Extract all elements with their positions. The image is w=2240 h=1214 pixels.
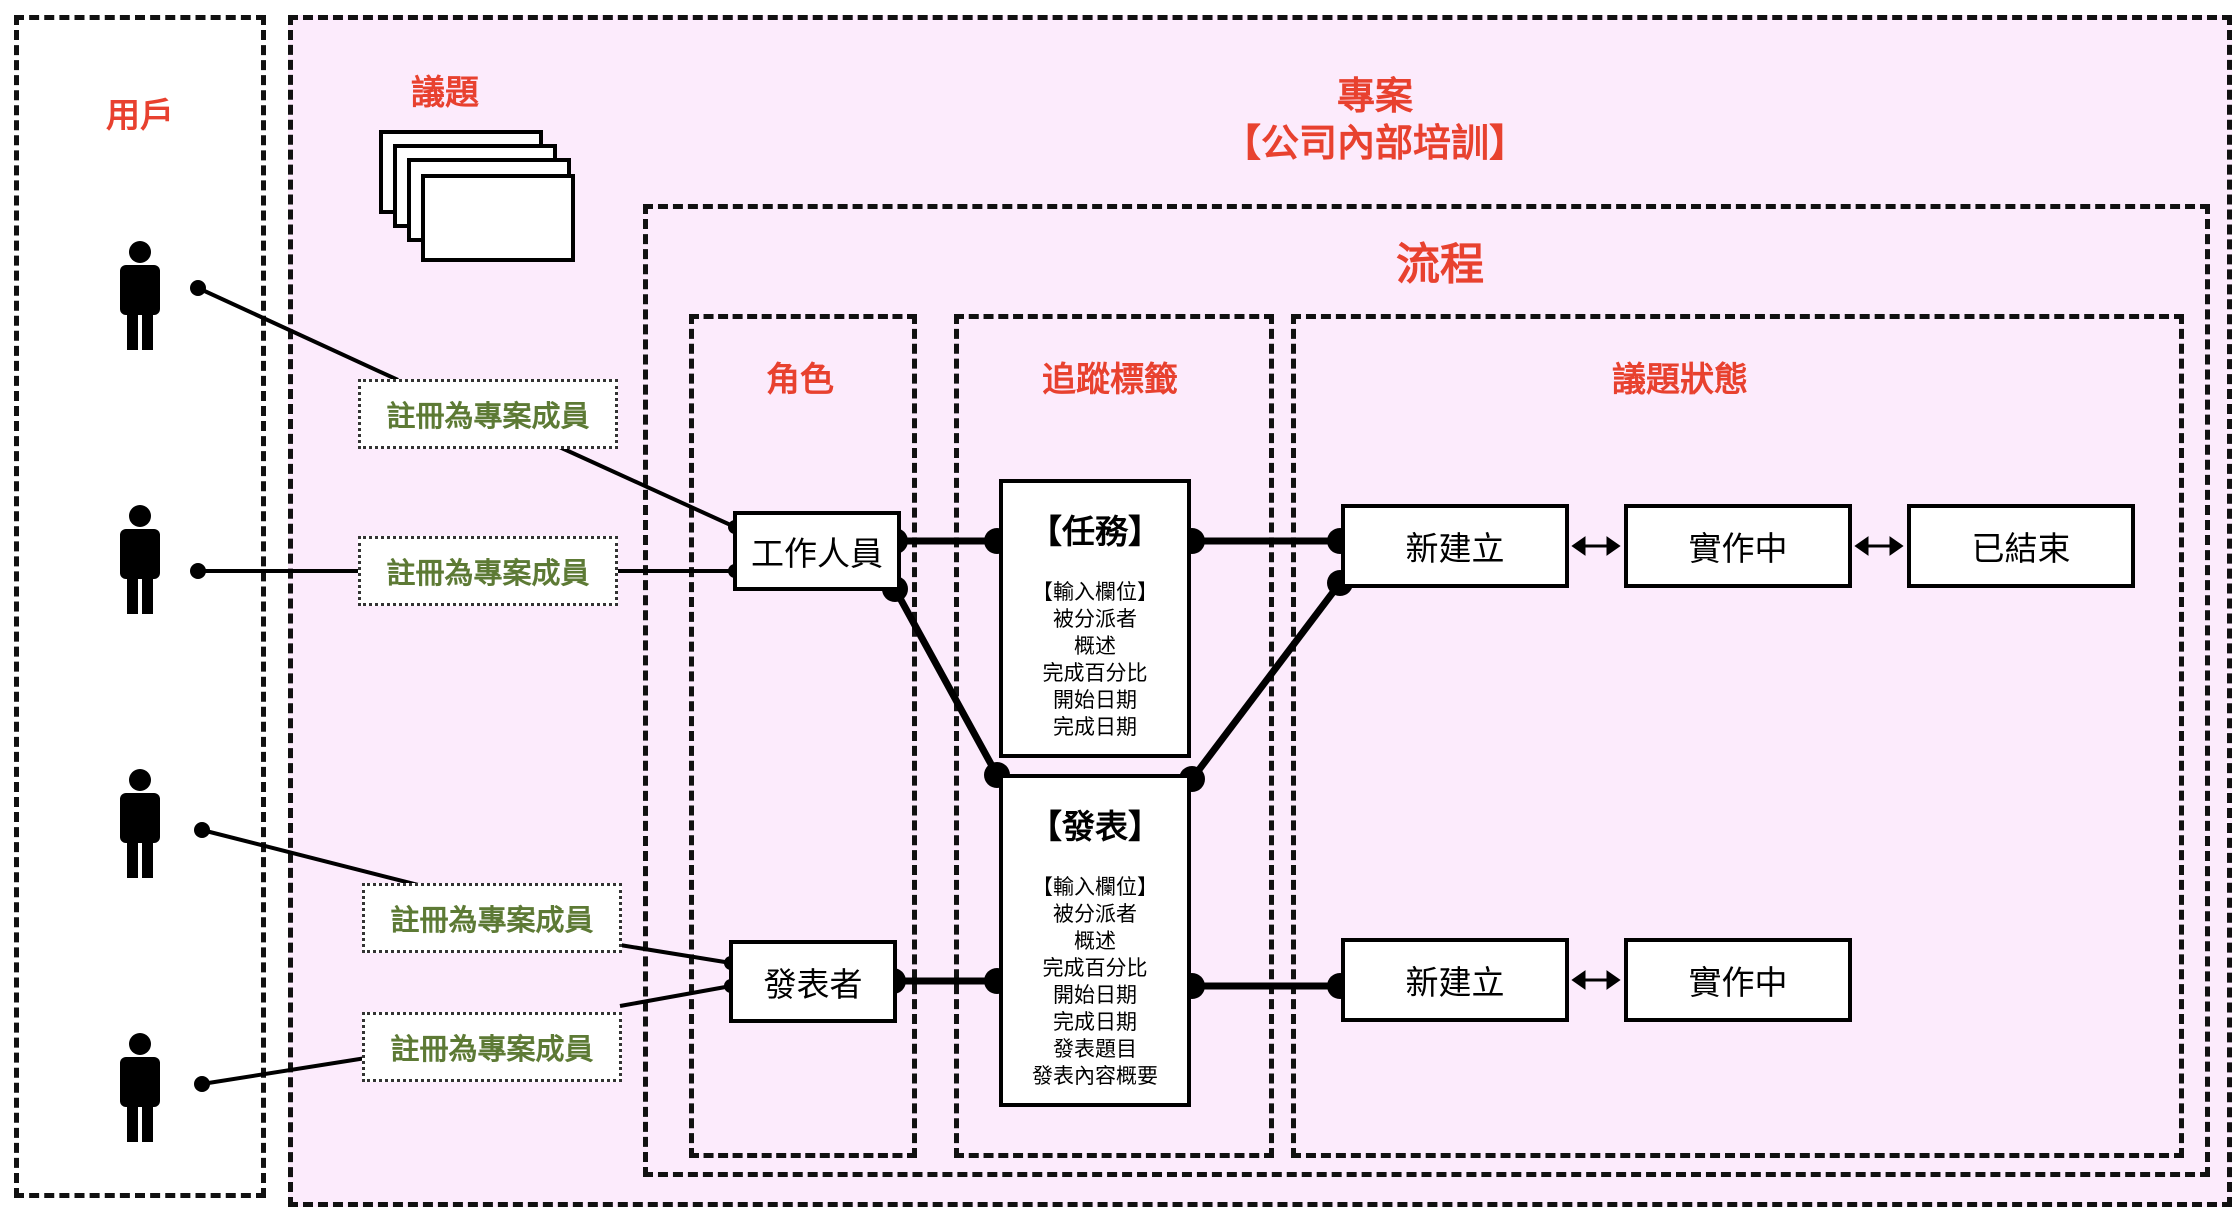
statuses-title: 議題狀態 — [1612, 360, 1748, 400]
tracker-task-fields: 【輸入欄位】 被分派者 概述 完成百分比 開始日期 完成日期 — [1003, 579, 1187, 741]
tracker-presentation: 【發表】 【輸入欄位】 被分派者 概述 完成百分比 開始日期 完成日期 發表題目… — [999, 774, 1191, 1107]
user-link-4a — [201, 1056, 367, 1086]
person-icon — [120, 505, 160, 614]
dot — [190, 563, 206, 579]
workflow-links — [891, 537, 1343, 990]
project-name: 【公司內部培訓】 — [1222, 121, 1527, 165]
status-in-progress-presentation: 實作中 — [1624, 938, 1852, 1022]
users-title: 用戶 — [106, 96, 174, 136]
issues-title: 議題 — [411, 73, 479, 113]
field-item: 完成百分比 — [1042, 956, 1148, 980]
dot — [194, 822, 210, 838]
field-item: 完成日期 — [1053, 715, 1137, 739]
role-presenter: 發表者 — [729, 940, 897, 1023]
field-item: 發表題目 — [1053, 1037, 1137, 1061]
workflow-title: 流程 — [1396, 239, 1484, 290]
tracker-task-name: 【任務】 — [1029, 512, 1161, 551]
person-icon — [120, 241, 160, 350]
field-item: 開始日期 — [1053, 688, 1137, 712]
statuses-region — [1291, 314, 2184, 1158]
user-link-4b — [619, 984, 732, 1008]
user-links — [197, 286, 736, 1086]
link-staff-presentation — [891, 587, 1001, 777]
dot — [190, 280, 206, 296]
field-item: 完成日期 — [1053, 1010, 1137, 1034]
field-item: 開始日期 — [1053, 983, 1137, 1007]
role-staff: 工作人員 — [733, 511, 901, 591]
trackers-title: 追蹤標籤 — [1042, 360, 1178, 400]
field-heading: 【輸入欄位】 — [1032, 875, 1158, 899]
project-region — [288, 15, 2232, 1207]
issue-stack-icon — [379, 130, 575, 262]
person-icons — [120, 241, 160, 1142]
field-item: 完成百分比 — [1042, 661, 1148, 685]
field-item: 被分派者 — [1053, 902, 1137, 926]
user-link-1b — [554, 443, 736, 529]
workflow-region — [643, 204, 2210, 1177]
roles-region — [689, 314, 917, 1158]
status-new-presentation: 新建立 — [1341, 938, 1569, 1022]
status-in-progress-task: 實作中 — [1624, 504, 1852, 588]
project-title: 專案 — [1336, 74, 1413, 118]
tracker-task: 【任務】 【輸入欄位】 被分派者 概述 完成百分比 開始日期 完成日期 — [999, 479, 1191, 758]
field-item: 概述 — [1074, 929, 1116, 953]
register-label: 註冊為專案成員 — [358, 536, 618, 606]
field-item: 被分派者 — [1053, 607, 1137, 631]
tracker-presentation-name: 【發表】 — [1029, 807, 1161, 846]
trackers-region — [954, 314, 1274, 1158]
field-heading: 【輸入欄位】 — [1032, 580, 1158, 604]
transition-arrow-icons — [1571, 536, 1904, 990]
user-link-3b — [619, 943, 732, 965]
user-link-1a — [197, 286, 399, 382]
link-task-new-2 — [1189, 580, 1343, 782]
register-label: 註冊為專案成員 — [358, 379, 618, 449]
field-item: 發表內容概要 — [1032, 1064, 1158, 1088]
field-item: 概述 — [1074, 634, 1116, 658]
user-link-3a — [201, 828, 431, 890]
status-new-task: 新建立 — [1341, 504, 1569, 588]
register-label: 註冊為專案成員 — [362, 883, 622, 953]
dot — [194, 1076, 210, 1092]
roles-title: 角色 — [766, 360, 834, 400]
register-label: 註冊為專案成員 — [362, 1012, 622, 1082]
users-region — [14, 15, 266, 1198]
tracker-presentation-fields: 【輸入欄位】 被分派者 概述 完成百分比 開始日期 完成日期 發表題目 發表內容… — [1003, 874, 1187, 1090]
person-icon — [120, 1033, 160, 1142]
status-closed-task: 已結束 — [1907, 504, 2135, 588]
person-icon — [120, 769, 160, 878]
